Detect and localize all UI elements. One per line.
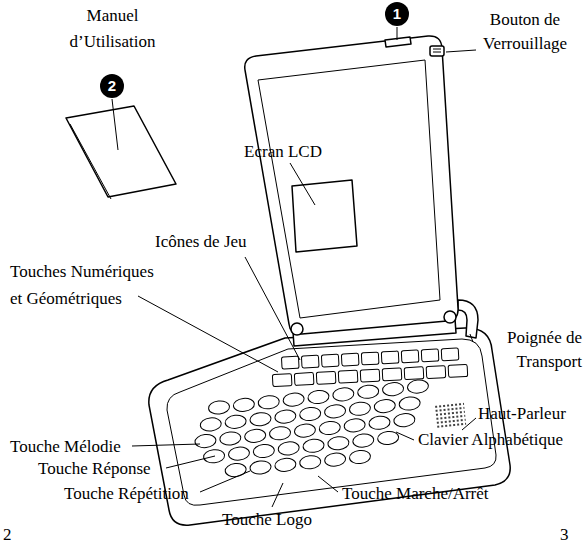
part-label: Haut-Parleur xyxy=(478,404,566,424)
callout-text: 2 xyxy=(108,78,116,94)
callout-number: 2 xyxy=(100,74,124,98)
part-label: Clavier Alphabétique xyxy=(418,430,563,450)
page-number: 2 xyxy=(3,525,12,545)
part-label: Bouton de Verrouillage xyxy=(468,8,582,56)
part-label: Poignée de Transport xyxy=(470,326,582,374)
part-label: Touches Numériques et Géométriques xyxy=(10,258,170,312)
key-label: Touche Répétition xyxy=(64,484,189,504)
page-number: 3 xyxy=(560,525,569,545)
callout-text: 1 xyxy=(393,6,401,22)
callout-number: 1 xyxy=(385,2,409,26)
key-label: Touche Marche/Arrêt xyxy=(342,484,489,504)
key-label: Touche Logo xyxy=(222,510,312,530)
part-label: Ecran LCD xyxy=(238,142,328,162)
key-label: Touche Mélodie xyxy=(10,437,121,457)
manual-label: Manuel d’Utilisation xyxy=(55,3,170,55)
key-label: Touche Réponse xyxy=(38,459,151,479)
part-label: Icônes de Jeu xyxy=(155,232,247,252)
